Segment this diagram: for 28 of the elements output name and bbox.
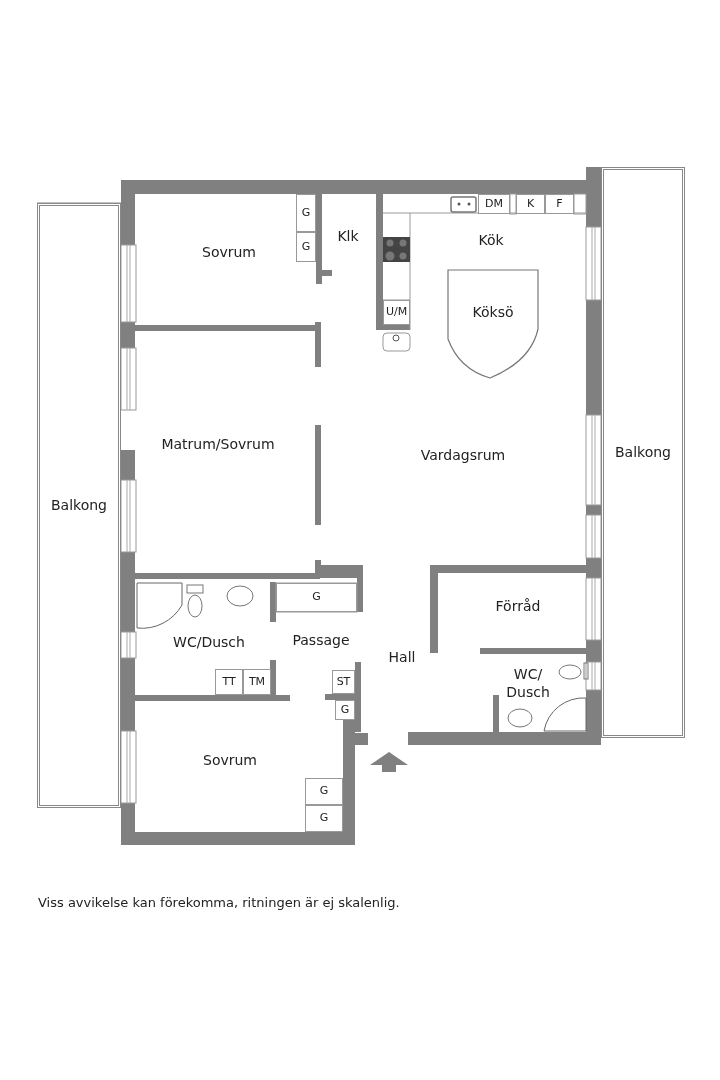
fixture-box: G <box>296 194 316 232</box>
caption: Viss avvikelse kan förekomma, ritningen är ej skalenlig. <box>38 895 400 910</box>
fixture-box: G <box>305 805 343 832</box>
fixture-box: DM <box>478 194 510 214</box>
fixture-box: G <box>305 778 343 805</box>
room-label: Vardagsrum <box>420 447 506 465</box>
fixture-box: TT <box>215 669 243 695</box>
room-label: Sovrum <box>202 244 256 262</box>
room-label: WC/ Dusch <box>505 665 551 701</box>
room-label: Klk <box>337 228 359 246</box>
fixture-box: U/M <box>383 300 410 325</box>
balcony-area: Balkong <box>601 167 685 738</box>
room-label: Hall <box>388 649 416 667</box>
fixture-box: G <box>296 232 316 262</box>
room-label: Kök <box>478 232 504 250</box>
kitchen-island: Köksö <box>447 269 539 379</box>
room-label: Matrum/Sovrum <box>161 436 275 454</box>
fixture-box: ST <box>332 670 355 694</box>
fixture-box: K <box>516 194 545 214</box>
fixture-box: G <box>276 583 357 612</box>
room-label: WC/Dusch <box>173 634 245 652</box>
room-label: Sovrum <box>203 752 257 770</box>
room-label: Passage <box>292 632 350 650</box>
fixture-box: G <box>335 700 355 720</box>
balcony-area: Balkong <box>37 203 121 808</box>
fixture-box: F <box>545 194 574 214</box>
fixture-box: TM <box>243 669 271 695</box>
room-label: Förråd <box>495 598 541 616</box>
